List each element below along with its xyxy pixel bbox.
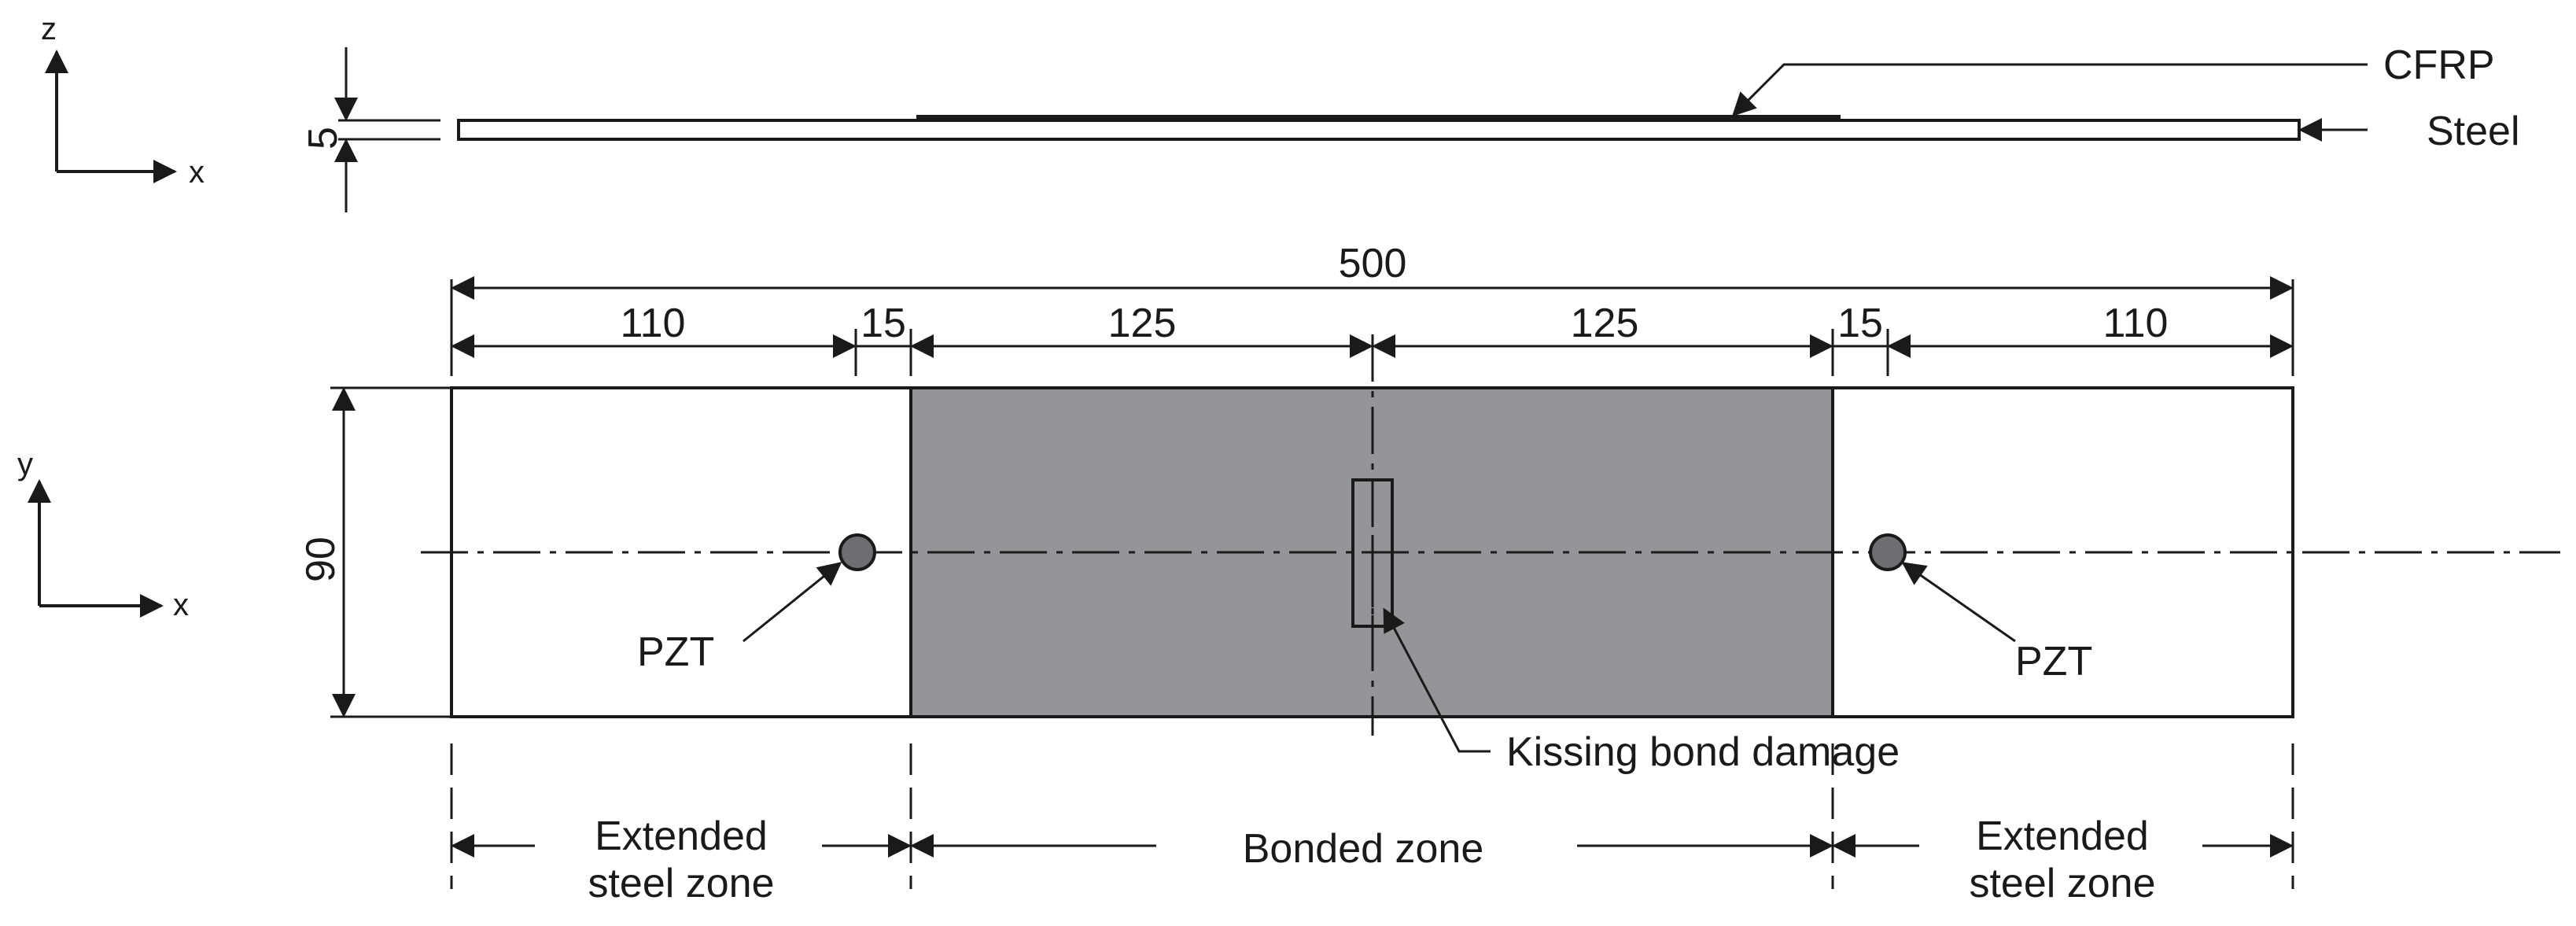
damage-leader (1383, 607, 1491, 753)
pzt-left-leader (743, 562, 842, 643)
zone-right-line2: steel zone (1969, 861, 2155, 906)
dim-left-extended-label: 110 (621, 301, 686, 346)
side-axes: z x (41, 12, 205, 190)
zone-right-line1: Extended (1976, 813, 2149, 859)
y-axis-label: y (17, 447, 33, 481)
plan-axes: y x (17, 447, 189, 622)
pzt-right-sensor (1869, 533, 1907, 571)
dim-left-gap-label: 15 (861, 301, 906, 346)
length-dimensions: 500 110 15 125 125 15 110 (450, 241, 2294, 376)
width-label: 90 (298, 537, 344, 582)
kissing-bond-damage-box (1351, 478, 1394, 628)
z-axis-label: z (41, 12, 57, 46)
side-view: 5 CFRP Steel (300, 42, 2520, 212)
dim-right-gap-label: 15 (1837, 301, 1883, 346)
cfrp-leader (1731, 63, 2368, 117)
pzt-left-label: PZT (637, 629, 714, 675)
pzt-right-leader (1901, 562, 2016, 643)
x-axis-label: x (189, 155, 205, 190)
dim-left-bonded-label: 125 (1108, 301, 1177, 346)
thickness-label: 5 (300, 127, 346, 149)
dim-right-extended-label: 110 (2103, 301, 2169, 346)
steel-label: Steel (2427, 109, 2520, 154)
plan-view: PZT PZT Kissing bond damage 90 (298, 334, 2560, 775)
steel-plate-side (457, 119, 2301, 141)
dim-right-bonded-label: 125 (1571, 301, 1639, 346)
zone-left-line1: Extended (595, 813, 768, 859)
dim-total-label: 500 (1339, 241, 1407, 286)
zone-labels: Extended steel zone Bonded zone Extended… (450, 743, 2294, 906)
zone-middle-label: Bonded zone (1243, 826, 1484, 872)
cfrp-label: CFRP (2383, 42, 2495, 88)
damage-label: Kissing bond damage (1506, 729, 1900, 775)
zone-left-line2: steel zone (588, 861, 774, 906)
pzt-right-label: PZT (2015, 639, 2092, 684)
pzt-left-sensor (838, 533, 876, 571)
x-axis-label-plan: x (173, 588, 189, 622)
cfrp-layer-side (916, 115, 1841, 121)
